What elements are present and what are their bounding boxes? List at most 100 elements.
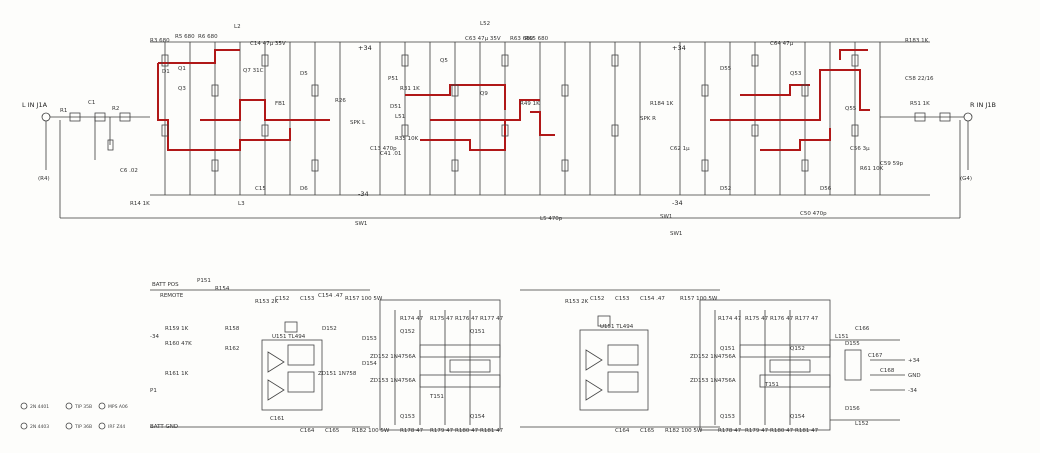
label-q153: Q153 (400, 414, 415, 420)
label-q55: Q55 (845, 106, 857, 112)
label-r14: R14 1K (130, 201, 150, 207)
rail-pos-right: +34 (672, 44, 686, 52)
label-q151-ch2: Q151 (720, 346, 735, 352)
label-zd151: ZD151 1N758 (318, 371, 357, 377)
label-r158: R158 (225, 326, 240, 332)
label-r177: R177 47 (480, 316, 504, 322)
legend-leg6: IRF Z44 (108, 424, 125, 430)
label-r179-ch2: R179 47 (745, 428, 769, 434)
label-c152: C152 (275, 296, 289, 302)
label-d56: D56 (820, 186, 832, 192)
label-out_n34: -34 (908, 388, 917, 394)
label-c56: C56 3µ (850, 146, 870, 152)
label-r176-ch2: R176 47 (770, 316, 794, 322)
label-spk: SPK L (350, 120, 366, 126)
label-spkr: SPK R (640, 116, 656, 122)
legend-leg5: TIP 36B (74, 424, 92, 430)
label-l152: L152 (855, 421, 869, 427)
label-d1: D1 (162, 69, 170, 75)
legend-symbol-leg4 (20, 422, 28, 430)
label-r51: R51 1K (910, 101, 930, 107)
label-r159: R159 1K (165, 326, 189, 332)
label-q1: Q1 (178, 66, 186, 72)
label-u151: U151 TL494 (272, 334, 306, 340)
switch-label-right: SW1 (670, 231, 682, 237)
label-c14: C14 47µ 35V (250, 41, 286, 47)
label-r178-ch2: R178 47 (718, 428, 742, 434)
left-ground-label: (R4) (38, 176, 50, 182)
label-q5: Q5 (440, 58, 448, 64)
label-r182-ch2: R182 100 5W (665, 428, 703, 434)
label-r31: R31 1K (400, 86, 420, 92)
label-u151-ch2: U151 TL494 (600, 324, 634, 330)
label-r63: R63 680 (510, 36, 534, 42)
rail-neg-right: -34 (672, 199, 683, 207)
label-n34: -34 (150, 334, 159, 340)
label-sw: SW1 (660, 214, 672, 220)
label-r3: R3 680 (150, 38, 170, 44)
label-c153-ch2: C153 (615, 296, 630, 302)
label-c59: C59 59p (880, 161, 904, 167)
legend-symbol-leg3 (98, 402, 106, 410)
label-d5: D5 (300, 71, 308, 77)
label-r174: R174 47 (400, 316, 424, 322)
label-l52: L52 (480, 21, 490, 27)
label-r175-ch2: R175 47 (745, 316, 769, 322)
label-l51: L51 (395, 114, 405, 120)
label-d155: D155 (845, 341, 860, 347)
label-r182: R182 100 5W (352, 428, 390, 434)
label-c58: C58 22/16 (905, 76, 934, 82)
label-q7: Q7 31C (243, 68, 264, 74)
label-r65: R65 680 (525, 36, 549, 42)
label-c6: C6 .02 (120, 168, 138, 174)
label-r178: R178 47 (400, 428, 424, 434)
label-r162: R162 (225, 346, 239, 352)
label-zd152-ch2: ZD152 1N4756A (690, 354, 736, 360)
label-t151-ch2: T151 (764, 382, 779, 388)
label-c154-ch2: C154 .47 (640, 296, 665, 302)
label-r1: R1 (60, 108, 67, 114)
label-out_p34: +34 (908, 358, 920, 364)
label-r49: R49 1K (520, 101, 540, 107)
label-c166: C166 (855, 326, 870, 332)
label-zd153-ch2: ZD153 1N4756A (690, 378, 736, 384)
label-r35: R35 10K (395, 136, 419, 142)
label-c167: C167 (868, 353, 883, 359)
label-d51: D51 (390, 104, 401, 110)
label-batt_pos: BATT POS (152, 282, 179, 288)
label-r157-ch2: R157 100 5W (680, 296, 718, 302)
label-r184: R184 1K (650, 101, 674, 107)
label-c15: C15 (255, 186, 266, 192)
legend-symbol-leg1 (20, 402, 28, 410)
label-c50: C50 470p (800, 211, 827, 217)
label-q154: Q154 (470, 414, 485, 420)
legend-leg4: 2N 4403 (30, 424, 49, 430)
label-r180-ch2: R180 47 (770, 428, 794, 434)
label-r179: R179 47 (430, 428, 454, 434)
label-q152: Q152 (400, 329, 415, 335)
label-d156: D156 (845, 406, 860, 412)
left-input-label: L IN J1A (22, 101, 48, 109)
label-r174-ch2: R174 47 (718, 316, 742, 322)
right-input-label: R IN J1B (970, 101, 996, 109)
legend-symbol-leg2 (65, 402, 73, 410)
label-c168: C168 (880, 368, 895, 374)
label-c161: C161 (270, 416, 284, 422)
label-q153-ch2: Q153 (720, 414, 735, 420)
label-l2: L2 (234, 24, 241, 30)
label-q152-ch2: Q152 (790, 346, 805, 352)
label-l5: L5 470p (540, 216, 563, 222)
switch-label-left: SW1 (355, 221, 367, 227)
label-c152-ch2: C152 (590, 296, 604, 302)
label-zd152: ZD152 1N4756A (370, 354, 416, 360)
label-d154: D154 (362, 361, 377, 367)
rail-neg-left: -34 (358, 190, 369, 198)
label-c63: C63 47µ 35V (465, 36, 501, 42)
label-c165-ch2: C165 (640, 428, 655, 434)
label-c164-ch2: C164 (615, 428, 630, 434)
label-r1a5: R183 1K (905, 38, 929, 44)
label-p151: P151 (197, 278, 211, 284)
label-r177-ch2: R177 47 (795, 316, 819, 322)
label-r154: R154 (215, 286, 230, 292)
